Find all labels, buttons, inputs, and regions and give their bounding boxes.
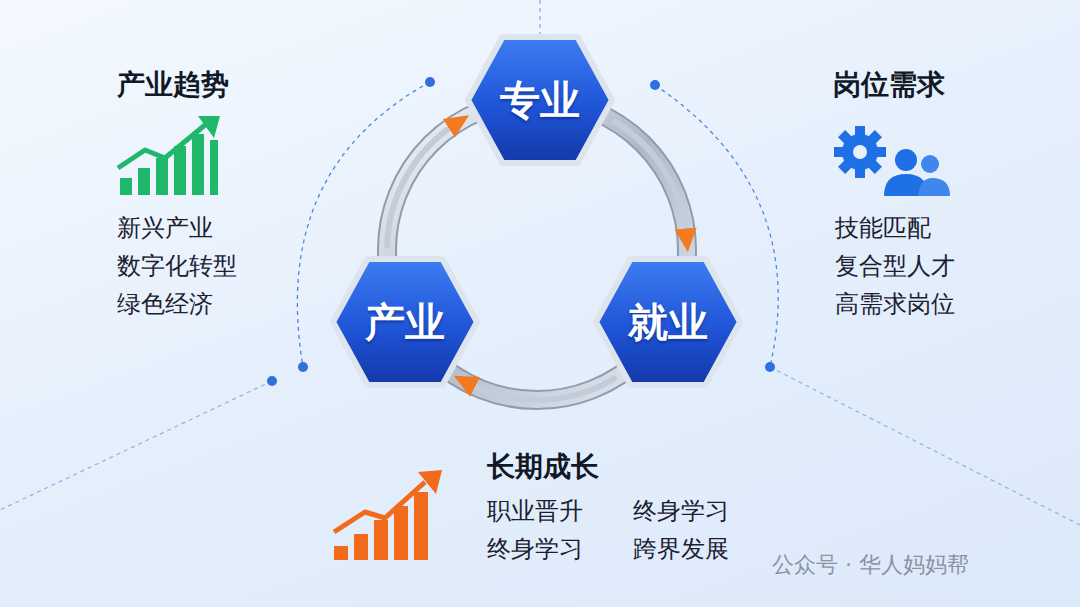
guide-line — [0, 381, 272, 510]
node-label: 就业 — [593, 295, 743, 350]
guide-line — [770, 367, 1080, 525]
list-item: 终身学习 — [633, 497, 729, 526]
hexagon-node: 就业 — [593, 256, 743, 388]
node-label: 专业 — [465, 73, 615, 128]
guide-dot — [298, 362, 308, 372]
hexagon-node: 产业 — [330, 256, 480, 388]
list-item: 职业晋升 — [487, 497, 583, 526]
list-item: 技能匹配 — [835, 214, 931, 243]
list-item: 数字化转型 — [117, 252, 237, 281]
list-item: 终身学习 — [487, 535, 583, 564]
growth-chart-icon — [334, 470, 442, 560]
section-heading: 产业趋势 — [117, 68, 229, 102]
list-item: 高需求岗位 — [835, 290, 955, 319]
cycle-arrow — [615, 122, 686, 236]
hexagon-node: 专业 — [465, 34, 615, 166]
guide-dot — [650, 80, 660, 90]
watermark: 公众号 · 华人妈妈帮 — [772, 552, 969, 578]
guide-dot — [425, 77, 435, 87]
list-item: 绿色经济 — [117, 290, 213, 319]
list-item: 跨界发展 — [633, 535, 729, 564]
gear-people-icon — [834, 126, 950, 196]
guide-dot — [267, 376, 277, 386]
section-heading: 岗位需求 — [833, 68, 945, 102]
node-label: 产业 — [330, 295, 480, 350]
cycle-arrow — [468, 379, 614, 400]
growth-chart-icon — [118, 116, 220, 195]
list-item: 新兴产业 — [117, 214, 213, 243]
list-item: 复合型人才 — [835, 252, 955, 281]
guide-dot — [765, 362, 775, 372]
cycle-arrow — [387, 124, 456, 246]
section-heading: 长期成长 — [487, 450, 599, 484]
